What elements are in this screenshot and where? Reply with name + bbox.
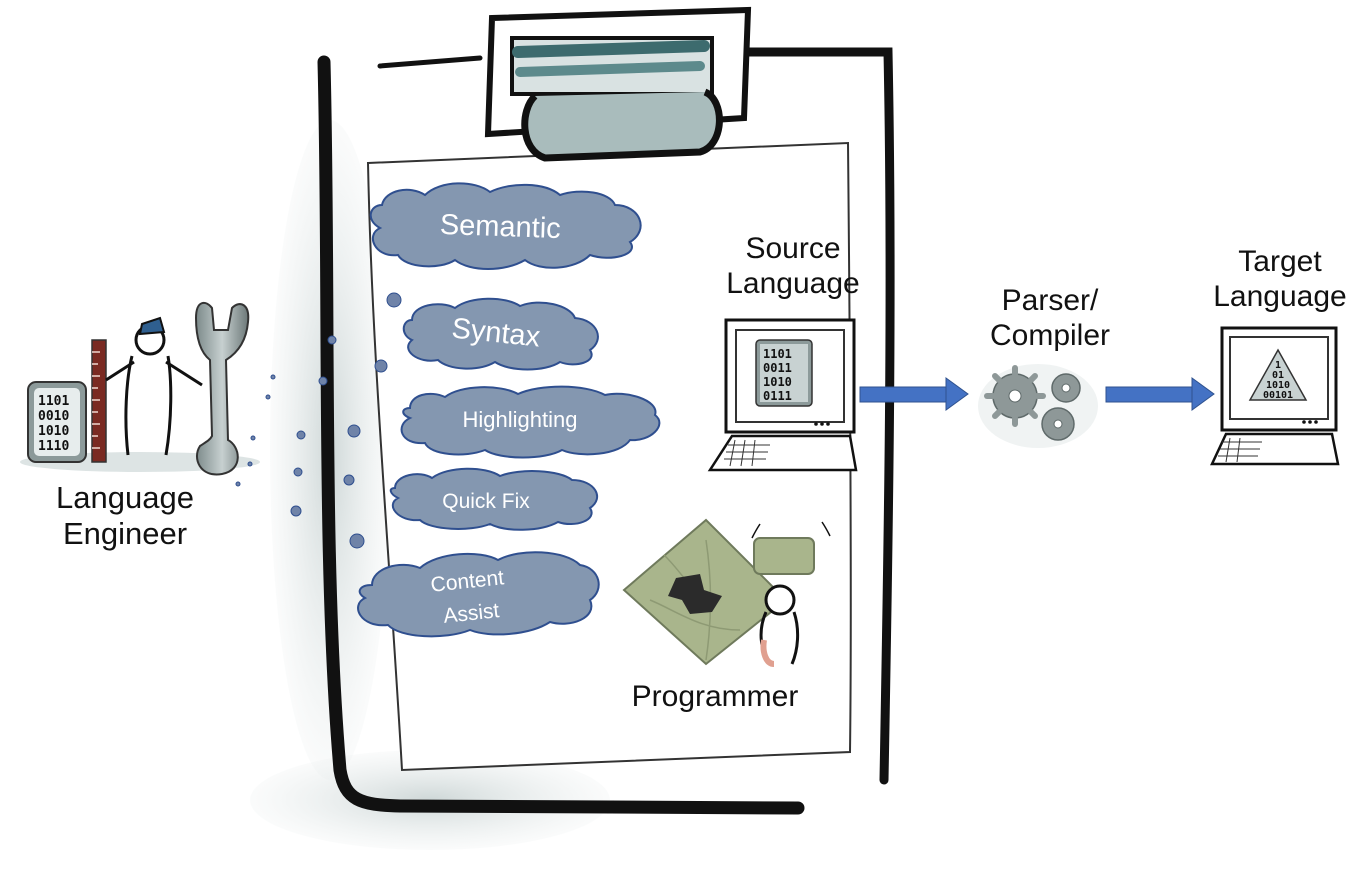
arrow-source-to-compiler	[859, 377, 969, 411]
cloud-quick-fix: Quick Fix	[389, 467, 598, 531]
parser-compiler-label-line2: Compiler	[989, 318, 1111, 352]
target-language-label-line1: Target	[1238, 245, 1322, 278]
programmer-person-icon	[751, 521, 831, 667]
clipboard-clip	[484, 6, 752, 162]
gears-icon	[978, 364, 1098, 448]
svg-text:1101: 1101	[38, 394, 69, 409]
svg-text:1010: 1010	[763, 375, 792, 389]
cloud-highlighting-label: Highlighting	[463, 407, 578, 432]
source-computer-icon	[707, 318, 858, 472]
target-computer-icon	[1210, 326, 1340, 466]
engineer-person-icon	[105, 316, 203, 456]
bubble-dots	[235, 292, 402, 549]
cloud-content-assist: Content Assist	[357, 551, 600, 638]
engineer-tablet-binary: 1101 0010 1010 1110	[38, 394, 69, 454]
binary-tablet-icon	[27, 381, 87, 463]
svg-text:1110: 1110	[38, 439, 69, 454]
puzzle-icon	[622, 518, 788, 666]
source-language-label: Source Language	[718, 232, 868, 301]
language-engineer-label-line2: Engineer	[62, 515, 188, 551]
parser-compiler-label-line1: Parser/	[1001, 284, 1099, 317]
programmer-label: Programmer	[631, 680, 799, 713]
source-screen-binary: 1101 0011 1010 0111	[763, 347, 792, 403]
svg-text:01: 01	[1272, 370, 1284, 381]
svg-text:1010: 1010	[38, 424, 69, 439]
svg-text:1: 1	[1275, 360, 1281, 371]
svg-text:0010: 0010	[38, 409, 69, 424]
parser-compiler-label: Parser/ Compiler	[970, 284, 1130, 353]
cloud-quick-fix-label: Quick Fix	[442, 490, 530, 513]
svg-text:1101: 1101	[763, 347, 792, 361]
target-language-label: Target Language	[1205, 245, 1355, 314]
arrow-compiler-to-target	[1105, 377, 1215, 411]
svg-text:00101: 00101	[1263, 390, 1293, 401]
svg-text:0111: 0111	[763, 389, 792, 403]
target-screen-binary: 1 01 1010 00101	[1263, 360, 1293, 401]
cloud-syntax: Syntax	[402, 297, 599, 371]
language-engineer-figure	[20, 301, 260, 476]
cloud-highlighting: Highlighting	[400, 385, 661, 459]
source-language-label-line1: Source	[745, 232, 841, 265]
cloud-semantic-label: Semantic	[439, 209, 561, 245]
svg-text:0011: 0011	[763, 361, 792, 375]
ruler-icon	[91, 339, 107, 463]
wrench-icon	[194, 301, 250, 476]
language-engineer-label: Language Engineer	[40, 480, 210, 551]
cloud-semantic: Semantic	[369, 182, 642, 270]
source-language-label-line2: Language	[726, 266, 860, 300]
svg-text:1010: 1010	[1266, 380, 1290, 391]
language-engineer-label-line1: Language	[56, 480, 194, 515]
target-language-label-line2: Language	[1213, 279, 1347, 313]
